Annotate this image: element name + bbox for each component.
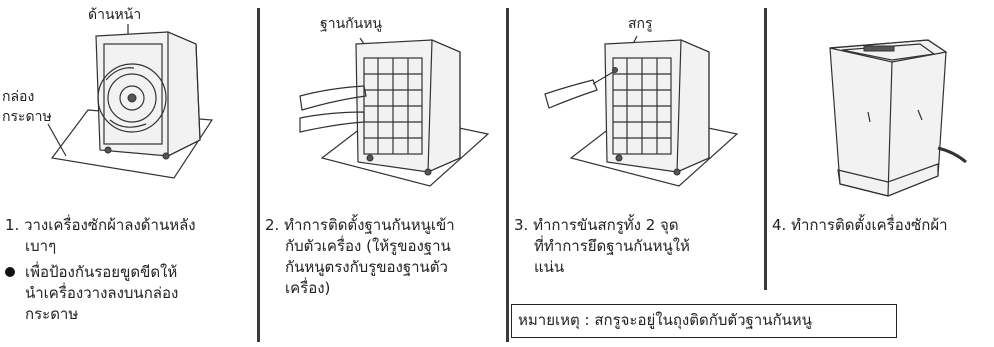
step-3-line-1: 3. ทำการขันสกรูทั้ง 2 จุด: [514, 216, 679, 234]
step-1-bullet: เพื่อป้องกันรอยขูดขีดให้ นำเครื่องวางลงบ…: [5, 262, 178, 325]
step-1-line-2: เบาๆ: [25, 237, 57, 255]
bullet-line-2: นำเครื่องวางลงบนกล่อง: [25, 284, 179, 302]
bullet-line-1: เพื่อป้องกันรอยขูดขีดให้: [25, 263, 178, 281]
label-paper-box-line1: กล่อง: [2, 89, 35, 105]
step-2-line-4: เครื่อง): [285, 279, 331, 297]
label-paper-box-line2: กระดาษ: [2, 109, 52, 125]
step-3-text: 3. ทำการขันสกรูทั้ง 2 จุด ที่ทำการยึดฐาน…: [514, 215, 690, 278]
note-box: หมายเหตุ : สกรูจะอยู่ในถุงติดกับตัวฐานกั…: [511, 304, 897, 338]
step-4-line-1: 4. ทำการติดตั้งเครื่องซักผ้า: [772, 216, 948, 234]
panel-divider-1: [257, 8, 260, 342]
bullet-line-3: กระดาษ: [25, 305, 79, 323]
label-front: ด้านหน้า: [88, 7, 142, 23]
label-paper-box: กล่อง กระดาษ: [2, 88, 52, 126]
label-screw: สกรู: [628, 16, 653, 32]
step-3-line-2: ที่ทำการยึดฐานกันหนูให้: [534, 237, 690, 255]
step-2-line-1: 2. ทำการติดตั้งฐานกันหนูเข้า: [265, 216, 455, 234]
installed-washer-illustration: [829, 39, 967, 197]
step-4-text: 4. ทำการติดตั้งเครื่องซักผ้า: [772, 215, 948, 236]
step-2-line-2: กับตัวเครื่อง (ให้รูของฐาน: [285, 237, 451, 255]
step-2-line-3: กันหนูตรงกับรูของฐานตัว: [285, 258, 448, 276]
panel-divider-2: [506, 8, 509, 342]
tighten-screw-illustration: [544, 35, 739, 187]
bullet-dot-icon: [5, 267, 15, 277]
step-3-line-3: แน่น: [534, 258, 565, 276]
panel-divider-3: [764, 8, 767, 290]
attach-base-illustration: [299, 37, 490, 187]
step-1-text: 1. วางเครื่องซักผ้าลงด้านหลัง เบาๆ: [5, 215, 196, 257]
label-rodent-base: ฐานกันหนู: [320, 16, 383, 32]
step-1-line-1: 1. วางเครื่องซักผ้าลงด้านหลัง: [5, 216, 196, 234]
washer-on-back-illustration: [47, 24, 214, 179]
step-2-text: 2. ทำการติดตั้งฐานกันหนูเข้า กับตัวเครื่…: [265, 215, 455, 299]
